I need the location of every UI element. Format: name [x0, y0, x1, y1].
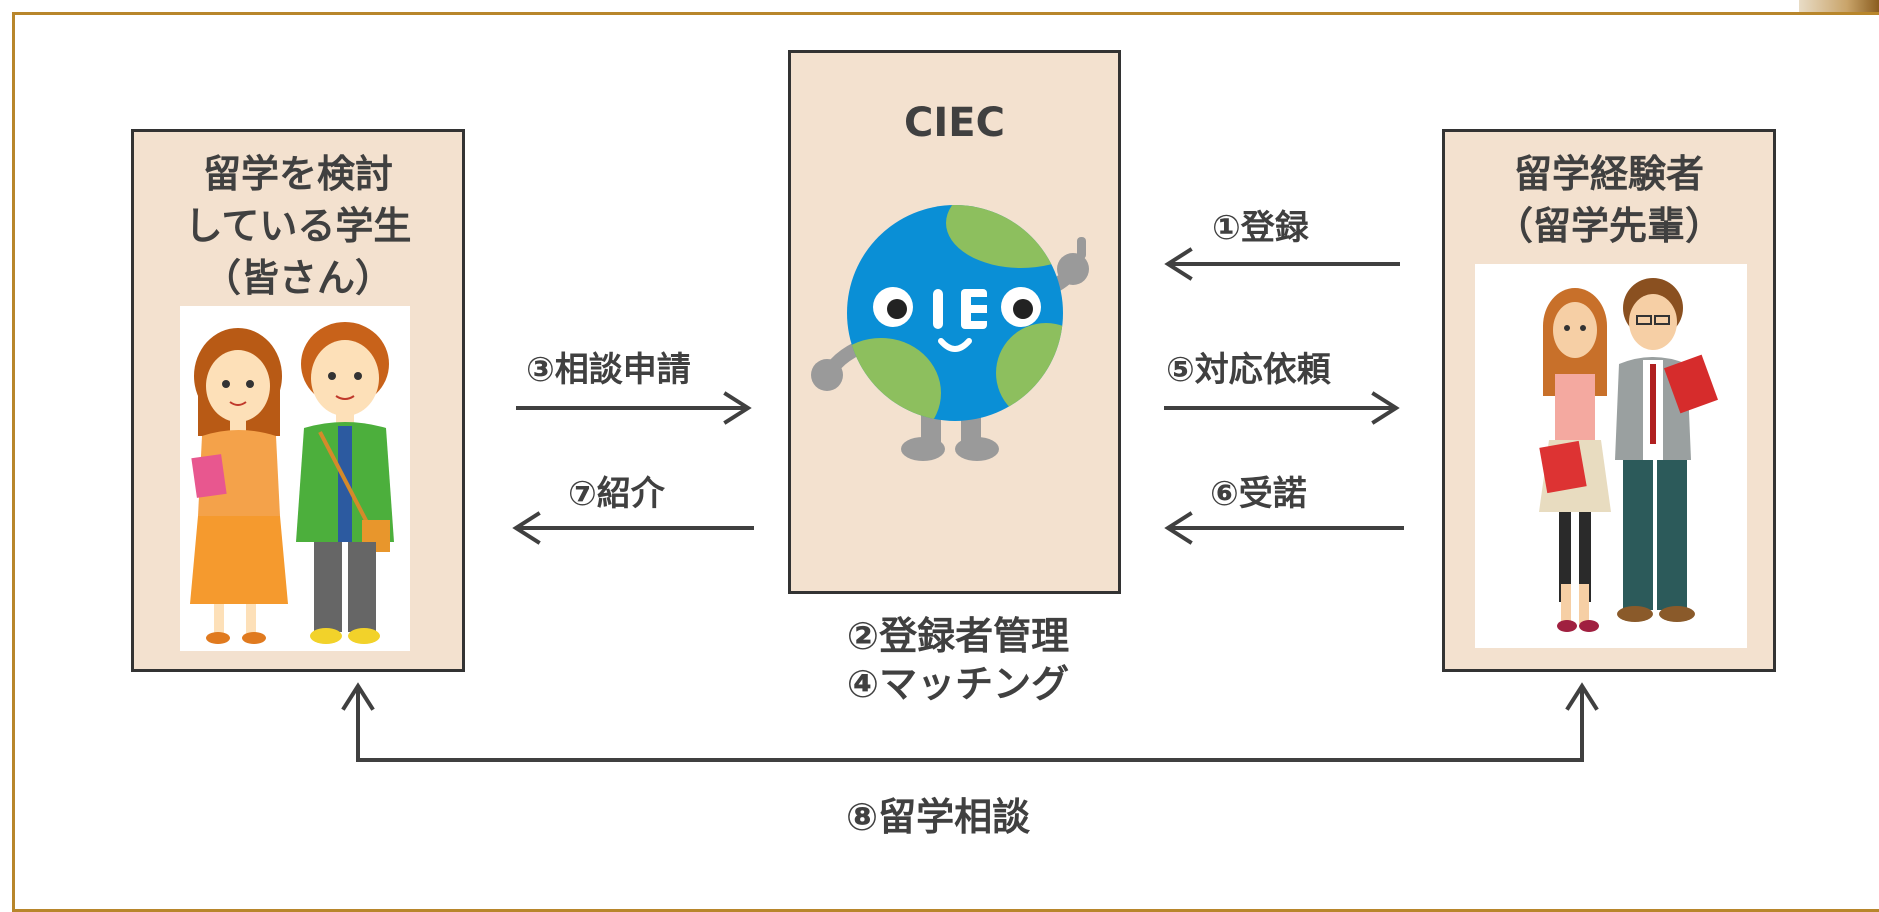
label-step7: ⑦紹介: [568, 474, 665, 514]
globe-mascot: [811, 205, 1089, 461]
ciec-caption: ②登録者管理 ④マッチング: [846, 614, 1070, 706]
senior-box: 留学経験者 （留学先輩）: [1442, 129, 1776, 672]
student-box-title: 留学を検討 している学生 （皆さん）: [184, 152, 412, 300]
label-step3: ③相談申請: [526, 350, 691, 390]
flow-arrows: [341, 247, 1599, 762]
senior-box-title: 留学経験者 （留学先輩）: [1494, 152, 1723, 248]
students-illustration: [180, 306, 410, 651]
label-step6: ⑥受諾: [1210, 474, 1307, 514]
corner-decoration: [1799, 0, 1879, 12]
seniors-illustration: [1475, 264, 1747, 648]
label-step8: ⑧留学相談: [846, 795, 1031, 839]
student-box: 留学を検討 している学生 （皆さん）: [131, 129, 465, 672]
label-step1: ①登録: [1212, 208, 1309, 248]
label-step5: ⑤対応依頼: [1166, 350, 1331, 390]
ciec-box-title: CIEC: [904, 100, 1005, 146]
ciec-box: CIEC: [788, 50, 1121, 594]
arrow-study-abroad-consult: [356, 688, 1584, 762]
